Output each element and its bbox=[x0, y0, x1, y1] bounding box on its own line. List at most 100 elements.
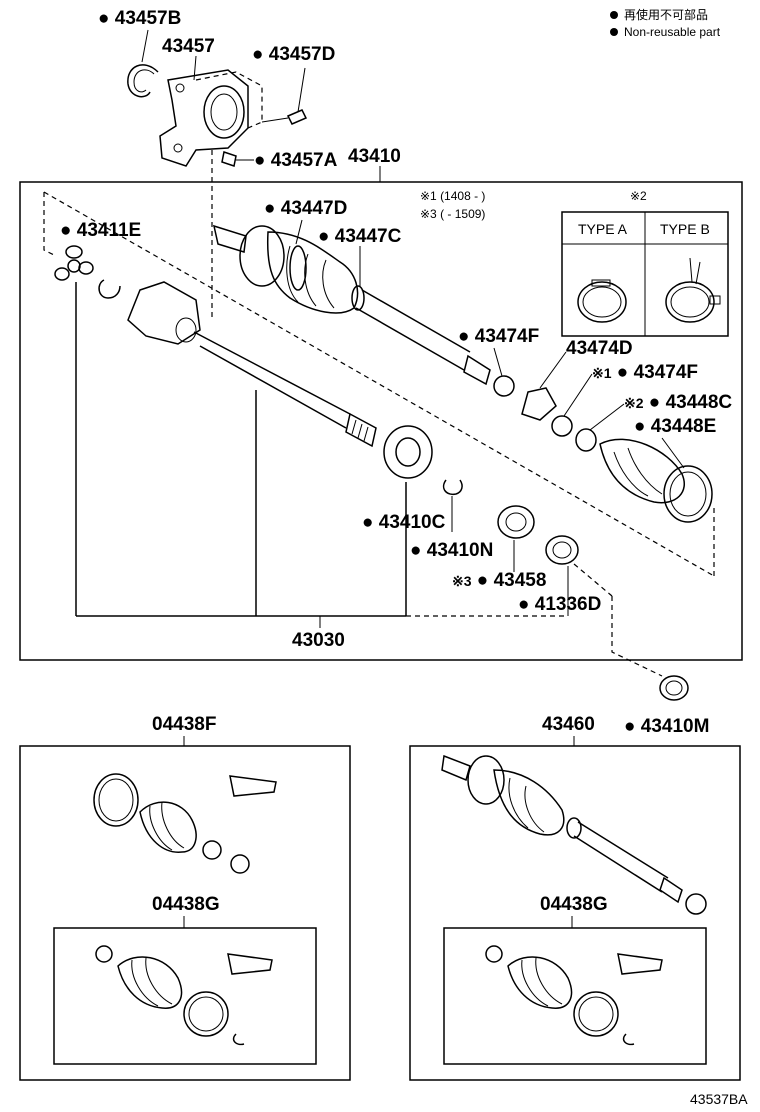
boot-fold bbox=[613, 451, 649, 497]
spline-mark bbox=[351, 419, 357, 435]
leader-43474f-b bbox=[563, 373, 593, 417]
kit-ring bbox=[230, 854, 250, 874]
callout-43410: 43410 bbox=[348, 146, 401, 167]
seal-41336d bbox=[545, 535, 579, 565]
shaft-bottom-edge bbox=[199, 345, 347, 429]
kit-circlip bbox=[232, 1033, 245, 1046]
callout-04438f: 04438F bbox=[152, 714, 216, 735]
boot-fold bbox=[286, 245, 299, 303]
clamp-type-b-inner bbox=[670, 286, 710, 318]
legend-dot-icon bbox=[610, 11, 618, 19]
tripod-dashed bbox=[43, 192, 57, 257]
leader-43474f-a bbox=[493, 347, 503, 377]
legend-dot-icon bbox=[610, 28, 618, 36]
leader-43474d bbox=[539, 351, 567, 389]
kit-frame-right bbox=[409, 745, 741, 1081]
seal-to-43410m-dashed bbox=[611, 596, 663, 677]
snap-ring-inner bbox=[133, 69, 155, 93]
type-box: TYPE A TYPE B bbox=[561, 211, 729, 337]
callout-43474f-a: ● 43474F bbox=[458, 326, 539, 347]
seal-43458-inner bbox=[505, 512, 527, 532]
legend: 再使用不可部品 Non-reusable part bbox=[610, 7, 721, 39]
callout-43447c: ● 43447C bbox=[318, 226, 402, 247]
grease-tube-icon bbox=[229, 775, 277, 797]
callout-43410c: ● 43410C bbox=[362, 512, 446, 533]
outboard-stub-spline bbox=[212, 224, 247, 253]
kit-ring bbox=[485, 945, 503, 963]
callout-43458: ※3 ● 43458 bbox=[452, 570, 546, 591]
inboard-joint-neck bbox=[175, 317, 197, 343]
boot-fold bbox=[131, 959, 159, 1007]
boot-kit-left bbox=[93, 773, 277, 874]
tripod-hub bbox=[67, 259, 81, 273]
inboard-joint-housing bbox=[127, 281, 201, 345]
bearing-bore bbox=[395, 437, 421, 467]
callout-41336d: ● 41336D bbox=[518, 594, 601, 615]
leader-43448c bbox=[589, 403, 625, 431]
boot-fold bbox=[149, 805, 173, 851]
clamp-43448c bbox=[575, 428, 597, 452]
callout-43474f-b: ※1 ● 43474F bbox=[592, 362, 698, 383]
callout-04438g-left: 04438G bbox=[152, 894, 220, 915]
snap-ring-43410n bbox=[442, 479, 463, 496]
tripod-group bbox=[43, 191, 715, 577]
inboard-shaft bbox=[127, 281, 579, 565]
callout-43457b: ● 43457B bbox=[98, 8, 181, 29]
clamp-43447c bbox=[289, 245, 307, 291]
stub-spline bbox=[441, 754, 471, 782]
outboard-shaft-top bbox=[361, 289, 471, 353]
kit-clamp-large bbox=[573, 991, 619, 1037]
callout-43411e: ● 43411E bbox=[60, 220, 141, 241]
diagram-code: 43537BA bbox=[690, 1091, 748, 1107]
outboard-cv-joint bbox=[239, 225, 285, 287]
kit-subframe-right bbox=[443, 927, 707, 1065]
ring-43474f-a bbox=[493, 375, 515, 397]
clamp-type-a-inner bbox=[582, 286, 622, 318]
boot-fold bbox=[627, 447, 663, 495]
callout-43410n: ● 43410N bbox=[410, 540, 493, 561]
spline-mark bbox=[357, 423, 363, 439]
callout-43474d: 43474D bbox=[566, 338, 633, 359]
grease-tube-icon bbox=[617, 953, 663, 975]
kit-boot bbox=[139, 801, 197, 853]
note-3: ※3 ( - 1509) bbox=[420, 207, 485, 221]
bracket-hole bbox=[173, 143, 183, 153]
seal-dashed bbox=[573, 563, 613, 597]
kit-clamp-large bbox=[183, 991, 229, 1037]
ring-43474f-b bbox=[551, 415, 573, 437]
callout-43448e: ● 43448E bbox=[634, 416, 716, 437]
kit-clamp-small bbox=[202, 840, 222, 860]
boot-fold bbox=[535, 957, 563, 1005]
kit-clamp-large bbox=[93, 773, 139, 827]
snap-ring bbox=[685, 893, 707, 915]
grease-tube-icon bbox=[227, 953, 273, 975]
kit-clamp-large-inner bbox=[578, 996, 614, 1032]
clamp bbox=[566, 817, 582, 839]
bracket-bore-inner bbox=[210, 93, 238, 131]
clamp-43448e-inner bbox=[669, 471, 707, 517]
snap-ring-43457b bbox=[127, 64, 159, 98]
tripod-roller bbox=[54, 267, 70, 281]
leader-43457b bbox=[141, 29, 149, 63]
kit-ring bbox=[95, 945, 113, 963]
leader-43447d bbox=[295, 219, 303, 245]
clamp-type-a-icon bbox=[577, 281, 627, 323]
damper-43474d bbox=[521, 387, 557, 421]
callout-43448c: ※2 ● 43448C bbox=[624, 392, 732, 413]
shaft-spline bbox=[659, 876, 683, 904]
tripod-roller bbox=[78, 261, 94, 275]
kit-boot bbox=[117, 956, 183, 1009]
seal-43458 bbox=[497, 505, 535, 539]
clamp-type-b-tail bbox=[689, 257, 701, 285]
leader-43457 bbox=[193, 55, 197, 81]
kit-clamp-large-inner bbox=[98, 778, 134, 822]
callout-43457: 43457 bbox=[162, 36, 215, 57]
note-2: ※2 bbox=[630, 189, 647, 203]
clamp-type-b-buckle bbox=[709, 295, 721, 305]
main-dashed-diagonal bbox=[43, 191, 715, 577]
leader-43448e bbox=[661, 437, 685, 469]
kit-frame-left bbox=[19, 745, 351, 1081]
circlip-43411 bbox=[98, 279, 121, 299]
type-a-label: TYPE A bbox=[578, 221, 628, 237]
bolt-leader bbox=[261, 117, 289, 123]
